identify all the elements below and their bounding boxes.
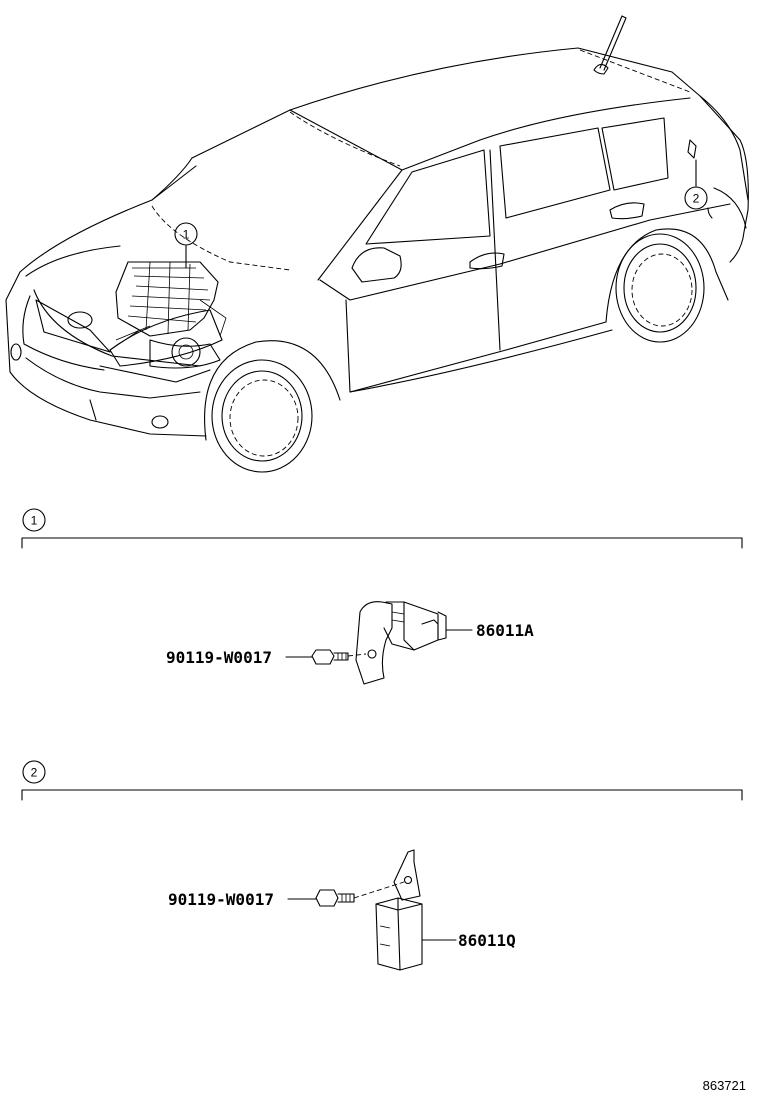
section-2-badge bbox=[22, 760, 46, 784]
section-2: 2 86011Q 90119-W0017 bbox=[21, 760, 743, 971]
section-2-number: 2 bbox=[31, 766, 38, 780]
part-86011A-illustration bbox=[355, 601, 447, 685]
part-86011Q-illustration bbox=[375, 849, 423, 971]
section-2-divider bbox=[21, 789, 743, 801]
figure-number: 863721 bbox=[703, 1078, 746, 1093]
section-1-badge bbox=[22, 508, 46, 532]
car-overview-illustration: 1 2 bbox=[5, 15, 749, 473]
callout-1-number: 1 bbox=[183, 228, 190, 242]
part-number-bolt-1: 90119-W0017 bbox=[166, 648, 272, 667]
bolt-illustration-1 bbox=[311, 649, 367, 665]
part-number-86011A: 86011A bbox=[476, 621, 534, 640]
rear-wheel bbox=[605, 228, 729, 343]
overview-callout-1: 1 bbox=[174, 222, 198, 269]
section-1: 1 86011A 90119-W0017 bbox=[21, 508, 743, 685]
engine-illustration bbox=[109, 261, 227, 369]
overview-callout-2: 2 bbox=[684, 159, 713, 219]
part-number-bolt-2: 90119-W0017 bbox=[168, 890, 274, 909]
callout-2-number: 2 bbox=[693, 192, 700, 206]
front-wheel bbox=[204, 340, 341, 473]
bolt-illustration-2 bbox=[315, 881, 405, 907]
section-1-number: 1 bbox=[31, 514, 38, 528]
part-number-86011Q: 86011Q bbox=[458, 931, 516, 950]
section-1-divider bbox=[21, 537, 743, 549]
